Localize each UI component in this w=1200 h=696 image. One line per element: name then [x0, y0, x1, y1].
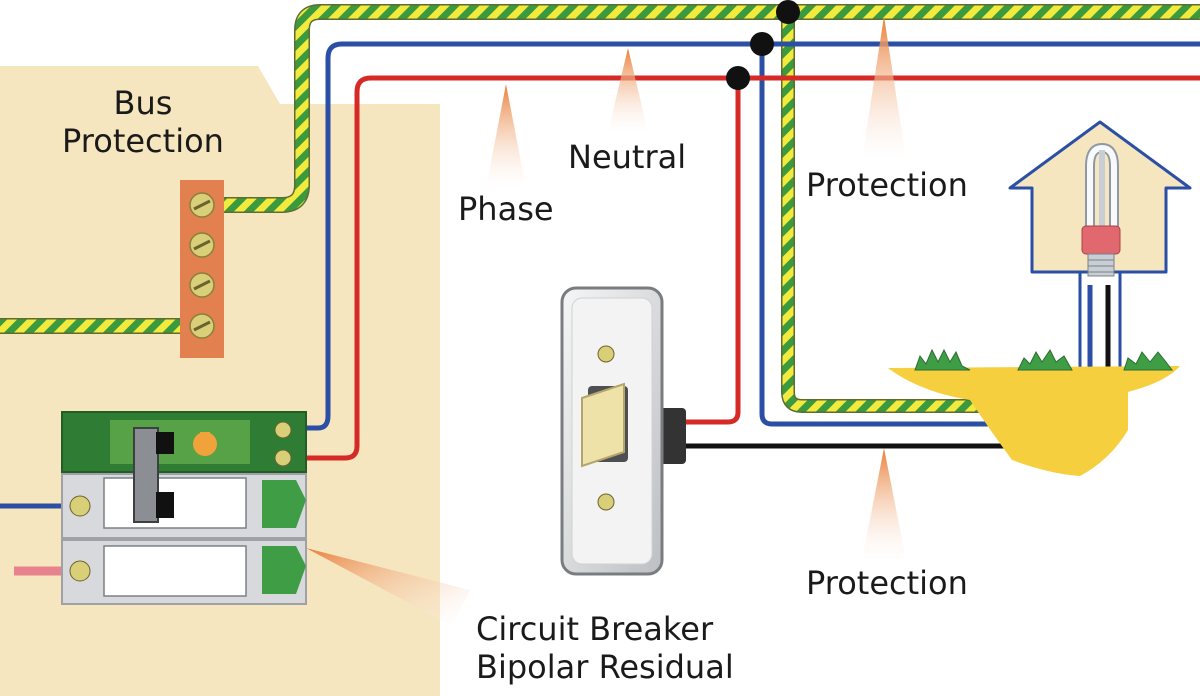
circuit-breaker: [61, 411, 307, 605]
protection-top-pointer: [862, 16, 906, 160]
phase-label: Phase: [458, 190, 554, 228]
breaker-lever: [133, 427, 159, 523]
circuit-breaker-label: Circuit Breaker Bipolar Residual: [476, 610, 734, 686]
bus-protection-line-2: Protection: [62, 122, 224, 160]
circuit-breaker-line-1: Circuit Breaker: [476, 610, 714, 648]
soil: [888, 366, 1180, 476]
junction-dots: [726, 0, 1084, 416]
label-pointers: [306, 16, 906, 626]
light-bulb-icon: [1081, 142, 1121, 277]
ground-wires: [0, 4, 1200, 413]
ground-terminal-bar: [180, 180, 224, 358]
phase-pointer: [486, 84, 526, 188]
neutral-pointer: [608, 48, 648, 132]
neutral-label: Neutral: [568, 138, 687, 176]
bus-protection-label: Bus Protection: [40, 84, 246, 160]
circuit-breaker-line-2: Bipolar Residual: [476, 648, 734, 686]
bus-protection-line-1: Bus: [113, 84, 173, 122]
breaker-pointer: [306, 548, 470, 626]
protection-bottom-pointer: [862, 448, 906, 560]
screw-icon: [189, 192, 215, 339]
protection-top-label: Protection: [806, 166, 968, 204]
toggle-switch-icon: [560, 286, 686, 576]
protection-bottom-label: Protection: [806, 564, 968, 602]
phase-wires: [292, 75, 1200, 461]
grass-icon: [914, 348, 1173, 371]
